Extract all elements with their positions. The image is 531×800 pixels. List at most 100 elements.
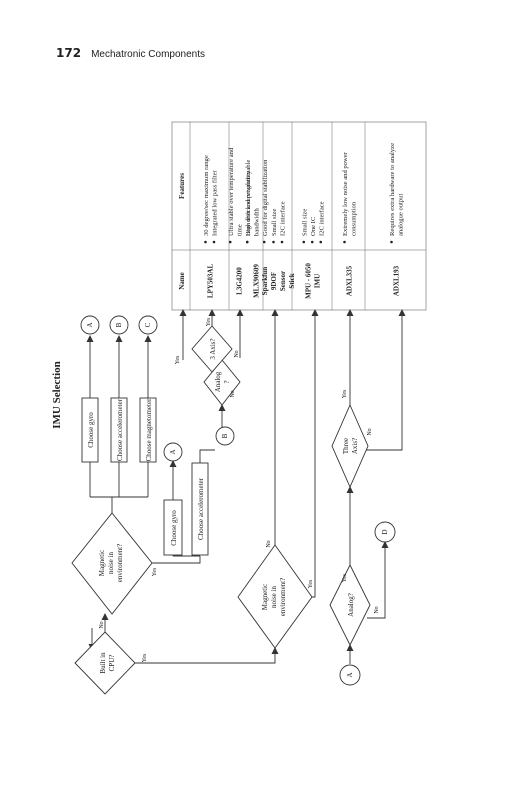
table-feature: time	[236, 224, 243, 236]
connector-b-mid-label: B	[221, 433, 229, 438]
table-feature: consumption	[351, 201, 358, 236]
edge-label-no: No	[99, 621, 105, 628]
decision-magnetic-noise-1: Magneticnoise inenvironment?	[71, 512, 153, 615]
edge-label-yes: Yes	[142, 653, 148, 662]
table-row-name: MLX90609	[253, 264, 261, 298]
figure-title: IMU Selection	[51, 361, 63, 429]
table-row-name: Stick	[288, 273, 296, 288]
table-row-name: IMU	[314, 274, 322, 288]
edge-label-yes: Yes	[342, 389, 348, 398]
table-header-name: Name	[178, 272, 186, 290]
action-choose-gyro-2-label: Choose gyro	[170, 510, 178, 546]
bullet-icon	[302, 240, 306, 244]
table-row-name: MPU - 6050	[305, 263, 313, 299]
connector-a-mid-label: A	[169, 449, 177, 454]
flow-lines	[86, 309, 406, 664]
table-feature: Good for digital stabilization	[262, 159, 269, 236]
decision-three-axis-2: ThreeAxis?	[331, 403, 369, 489]
table-feature: I2C interface	[318, 201, 325, 236]
edge-label-yes: Yes	[152, 567, 158, 576]
action-choose-accelerometer-1-label: Choose accelerometer	[116, 398, 124, 461]
table-row-name: Sensor	[279, 271, 287, 291]
decision-analog-1-label: Analog?	[214, 371, 231, 392]
decision-three-axis-1: 3 Axis?	[191, 325, 233, 373]
decision-built-in-cpu-label: Built inCPU?	[99, 652, 116, 674]
edge-label-yes: Yes	[206, 317, 212, 326]
edge-label-no: No	[367, 428, 373, 435]
edge-label-yes: Yes	[308, 579, 314, 588]
running-title: Mechatronic Components	[91, 49, 206, 60]
bullet-icon	[204, 240, 207, 244]
action-choose-accelerometer-1: Choose accelerometer	[110, 397, 128, 463]
table-feature: Integrated low pass filter	[212, 169, 219, 236]
decision-analog-2: Analog?	[329, 563, 371, 647]
connector-a-mid: A	[163, 442, 183, 462]
connector-b-top: B	[109, 315, 129, 335]
bullet-icon	[212, 240, 216, 244]
action-choose-gyro-2: Choose gyro	[163, 499, 183, 556]
decision-three-axis-1-label: 3 Axis?	[209, 338, 217, 359]
action-choose-magnetometer: Choose magnetometer	[139, 397, 157, 463]
bullet-icon	[245, 240, 249, 244]
edge-label-yes: Yes	[175, 355, 181, 364]
edge-label-no: No	[266, 540, 272, 547]
action-choose-accelerometer-2: Choose accelerometer	[191, 462, 209, 556]
table-feature: bandwidth	[253, 207, 260, 236]
connector-d: D	[374, 521, 396, 543]
connector-c-top-label: C	[144, 322, 152, 327]
decision-built-in-cpu: Built inCPU?	[74, 631, 136, 695]
bullet-icon	[228, 240, 232, 244]
decision-magnetic-noise-2: Magneticnoise inenvironment?	[237, 544, 313, 649]
table-feature: 30 degree/sec maximum range	[203, 155, 210, 236]
page-number: 172	[56, 46, 82, 60]
table-row-name: ADXL193	[393, 265, 401, 296]
connector-b-mid: B	[215, 426, 235, 446]
table-feature: I2C interface	[280, 201, 287, 236]
action-choose-gyro-1-label: Choose gyro	[87, 412, 95, 448]
bullet-icon	[343, 240, 346, 244]
edge-label-yes: Yes	[342, 573, 348, 582]
table-feature: Low drift and programmable	[245, 160, 252, 236]
decision-three-axis-2-label: ThreeAxis?	[342, 438, 359, 454]
table-feature: Requires extra hardware to analyze	[389, 143, 396, 236]
table-row-name: L3G4200	[236, 267, 244, 295]
table-feature: Small size	[271, 209, 278, 236]
decision-analog-2-label: Analog?	[347, 593, 355, 617]
page-header: 172 Mechatronic Components	[56, 44, 205, 62]
connector-c-top: C	[138, 315, 158, 335]
edge-label-no: No	[374, 606, 380, 613]
edge-labels: No Yes Yes Yes No Yes No No Yes Yes No Y…	[99, 317, 380, 662]
bullet-icon	[272, 240, 275, 244]
table-row-name: 9DOF	[270, 272, 278, 290]
action-choose-magnetometer-label: Choose magnetometer	[145, 398, 153, 461]
table-row-name: Sparkfun	[261, 267, 269, 296]
bullet-icon	[262, 240, 266, 244]
connector-d-label: D	[381, 529, 389, 534]
edge-label-no: No	[234, 350, 240, 357]
table-row-name: ADXL335	[346, 265, 354, 296]
decision-magnetic-noise-1-label: Magneticnoise inenvironment?	[98, 544, 124, 583]
table-feature: Ultra stable over temperature and	[228, 147, 235, 236]
bullet-icon	[319, 240, 323, 244]
connector-a-top-label: A	[86, 322, 94, 327]
connector-a-top: A	[80, 315, 100, 335]
table-header-features: Features	[178, 173, 186, 199]
table-feature: Small size	[301, 209, 308, 236]
bullet-icon	[280, 240, 284, 244]
table-feature: analogue output	[398, 194, 405, 236]
table-feature: Extremely low noise and power	[342, 151, 349, 236]
table-feature: High shock survivability	[245, 170, 252, 236]
connector-b-top-label: B	[115, 322, 123, 327]
edge-label-no: No	[230, 390, 236, 397]
table-feature: One IC	[310, 216, 317, 236]
connector-a-bottom-label: A	[346, 672, 354, 677]
connector-a-bottom: A	[339, 664, 361, 686]
bullet-icon	[310, 240, 314, 244]
table-row-name: LPY503AL	[207, 264, 215, 299]
bullet-icon	[390, 240, 393, 244]
decision-magnetic-noise-2-label: Magneticnoise inenvironment?	[261, 578, 287, 617]
action-choose-gyro-1: Choose gyro	[81, 397, 99, 463]
